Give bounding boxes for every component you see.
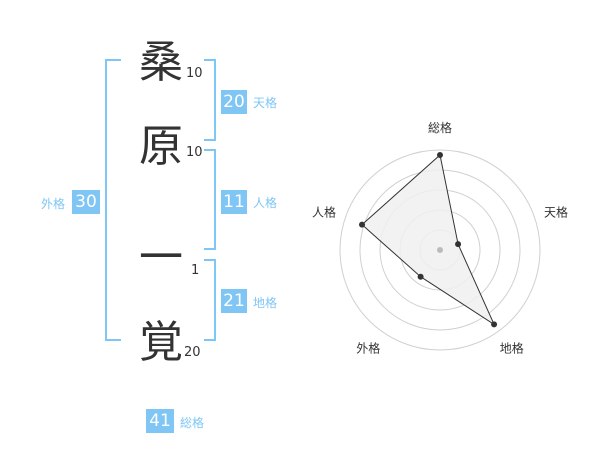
stroke-count-1: 10 [186,66,203,81]
radar-axis-label: 人格 [312,204,336,219]
radar-point-5 [359,221,366,228]
soukaku-value: 41 [146,409,174,433]
jinkaku-value: 11 [221,190,247,214]
radar-point-2 [455,241,462,248]
jinkaku-bracket [204,149,216,250]
stroke-count-4: 20 [184,345,201,360]
stroke-count-3: 1 [191,263,200,278]
chikaku-label: 地格 [253,296,278,310]
chikaku-bracket [204,259,216,341]
name-char-4: 覚 [139,317,183,368]
radar-point-3 [491,321,498,328]
tenkaku-bracket [204,59,216,141]
name-char-2: 原 [139,121,183,172]
radar-center-dot [437,247,443,253]
radar-axis-label: 総格 [428,120,452,135]
radar-axis-label: 天格 [544,204,568,219]
radar-axis-label: 外格 [356,341,380,356]
gaikaku-bracket [105,59,121,341]
jinkaku-label: 人格 [253,196,278,210]
radar-axis-label: 地格 [500,341,524,356]
tenkaku-label: 天格 [253,96,278,110]
radar-ring [339,149,541,351]
radar-point-4 [417,273,424,280]
radar-point-1 [437,152,443,158]
name-char-3: 一 [139,232,183,283]
name-char-1: 桑 [139,37,183,88]
soukaku-label: 総格 [180,416,205,430]
radar-area [361,154,496,326]
chikaku-value: 21 [221,289,247,313]
stroke-count-2: 10 [186,145,203,160]
gaikaku-label: 外格 [41,197,66,211]
gaikaku-value: 30 [72,190,100,214]
tenkaku-value: 20 [221,90,247,114]
